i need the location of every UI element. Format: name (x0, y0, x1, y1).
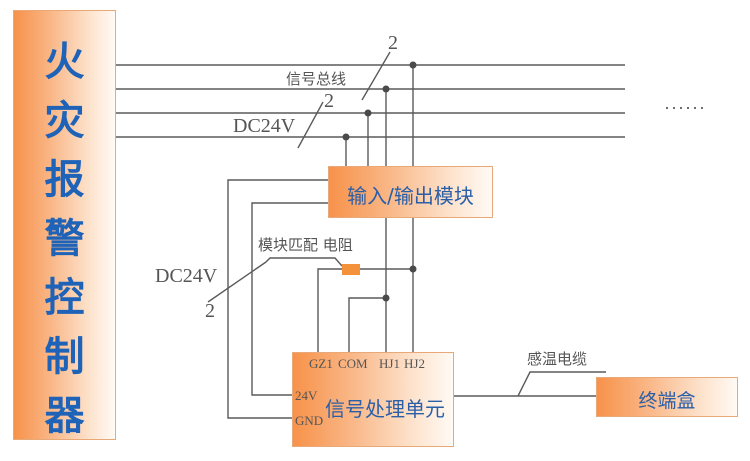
controller-label: 火 灾 报 警 控 制 器 (44, 39, 85, 439)
terminal-box: 终端盒 (596, 377, 738, 417)
cable-label: 感温电缆 (527, 350, 588, 368)
dc-bus-count: 2 (324, 90, 334, 112)
port-hj2: HJ2 (404, 356, 425, 371)
port-gnd: GND (295, 413, 324, 428)
terminal-box-label: 终端盒 (638, 390, 696, 412)
port-24v: 24V (295, 388, 318, 403)
dc-bus-label: DC24V (233, 115, 296, 137)
port-gz1: GZ1 (309, 356, 333, 371)
junction-dot (382, 294, 390, 302)
resistor-label: 模块匹配 电阻 (258, 236, 353, 254)
dc-branch-count: 2 (205, 300, 215, 322)
junction-dot (409, 265, 417, 273)
signal-processing-unit: GZ1 COM HJ1 HJ2 24V GND 信号处理单元 (292, 352, 454, 447)
continuation-dots: ······ (664, 98, 706, 118)
signal-bus-label: 信号总线 (286, 70, 347, 88)
dc-branch-label: DC24V (155, 265, 218, 287)
signal-unit-label: 信号处理单元 (325, 397, 445, 421)
io-module-label: 输入/输出模块 (347, 184, 474, 208)
signal-bus-count: 2 (388, 32, 398, 54)
port-com: COM (338, 356, 368, 371)
junction-dot (409, 61, 417, 69)
matching-resistor (342, 264, 360, 275)
port-hj1: HJ1 (379, 356, 400, 371)
junction-dot (382, 85, 390, 93)
io-module: 输入/输出模块 (328, 166, 493, 218)
fire-alarm-controller: 火 灾 报 警 控 制 器 (13, 10, 116, 440)
junction-dot (364, 109, 372, 117)
junction-dot (342, 133, 350, 141)
